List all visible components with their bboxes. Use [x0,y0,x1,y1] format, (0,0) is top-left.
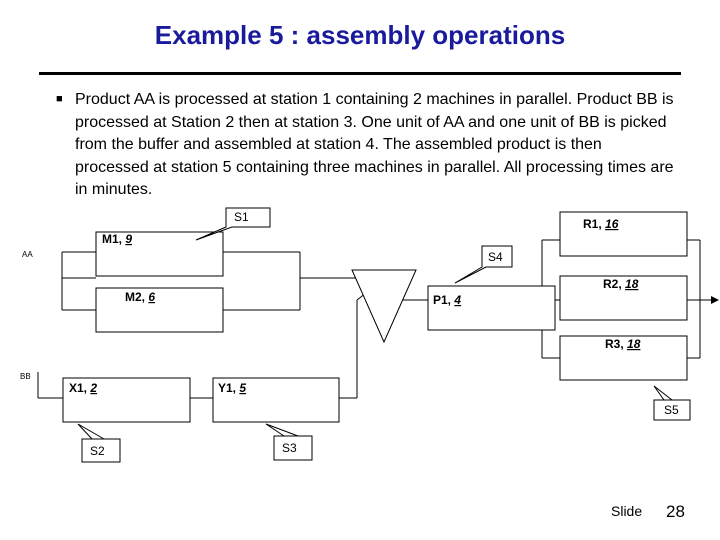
label-y1: Y1, 5 [218,381,246,395]
svg-text:S1: S1 [234,210,249,224]
svg-text:S2: S2 [90,444,105,458]
label-m1: M1, 9 [102,232,132,246]
input-aa-label: AA [22,250,33,259]
machine-r1 [559,211,688,257]
svg-text:S4: S4 [488,250,503,264]
label-r3: R3, 18 [605,337,641,351]
label-x1: X1, 2 [69,381,97,395]
machine-p1 [427,285,556,331]
label-r2: R2, 18 [603,277,639,291]
callout-s1: S1 [195,207,271,241]
slide-title: Example 5 : assembly operations [154,20,566,50]
callout-s5: S5 [653,385,691,421]
title-divider [39,72,681,75]
callout-s4: S4 [454,245,513,284]
callout-s2: S2 [77,423,121,463]
slide-footer-label: Slide [611,503,643,519]
svg-text:S3: S3 [282,441,297,455]
label-m2: M2, 6 [125,290,155,304]
svg-text:S5: S5 [664,403,679,417]
machine-r3 [559,335,688,381]
machine-m2 [95,287,224,333]
machine-x1 [62,377,191,423]
bullet-square-icon: ■ [56,93,63,105]
machine-m1 [95,231,224,277]
machine-y1 [212,377,340,423]
callout-s3: S3 [265,423,313,461]
problem-description: Product AA is processed at station 1 con… [75,91,674,198]
label-r1: R1, 16 [583,217,619,231]
slide-page-number: 28 [666,502,685,521]
label-p1: P1, 4 [433,293,461,307]
input-bb-label: BB [20,372,31,381]
buffer-triangle-icon [351,269,417,344]
machine-r2 [559,275,688,321]
